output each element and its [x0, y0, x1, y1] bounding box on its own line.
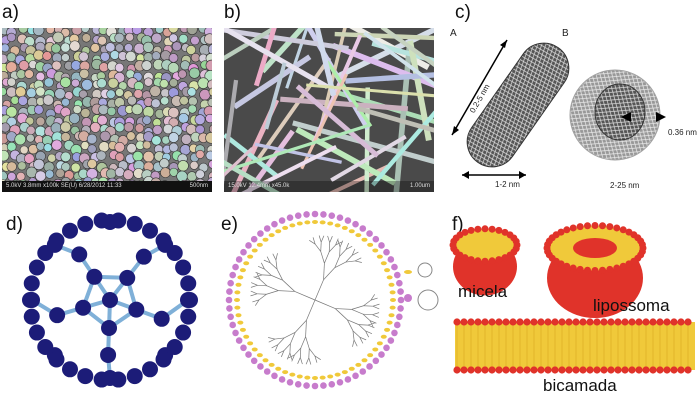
liposome-label: lipossoma — [593, 296, 670, 315]
wall-spacing: 0.36 nm — [668, 128, 697, 137]
nanotube-a-label: A — [450, 28, 457, 39]
panel-f-label: f) — [452, 214, 464, 235]
panel-d-label: d) — [6, 214, 23, 235]
bilayer-label: bicamada — [543, 376, 617, 395]
sem-nanoparticles-image: 5.0kV 3.8mm x100k SE(U) 6/28/2012 11:33 5… — [2, 28, 212, 192]
sem-a-scale: 500nm — [189, 183, 208, 189]
micelle-label: micela — [458, 282, 508, 301]
nanotube-b-diameter: 2-25 nm — [610, 181, 640, 190]
nanotubes-diagram — [451, 39, 666, 179]
sem-nanowires-image: 15.0kV 12.4mm x45.0k 1.00um — [224, 28, 434, 192]
panel-b-label: b) — [224, 2, 241, 23]
fullerene-molecule — [22, 212, 198, 388]
sem-b-scale: 1.00um — [409, 183, 430, 189]
lipid-structures — [449, 222, 695, 374]
nanotube-b-label: B — [562, 28, 569, 39]
panel-a-label: a) — [2, 2, 19, 23]
sem-b-caption: 15.0kV 12.4mm x45.0k — [228, 183, 290, 189]
panel-e-label: e) — [221, 214, 238, 235]
panel-c-label: c) — [455, 2, 471, 23]
dendrimer-diagram — [225, 210, 439, 390]
nanotube-a-diameter: 1-2 nm — [495, 180, 520, 189]
sem-a-caption: 5.0kV 3.8mm x100k SE(U) 6/28/2012 11:33 — [6, 183, 122, 189]
